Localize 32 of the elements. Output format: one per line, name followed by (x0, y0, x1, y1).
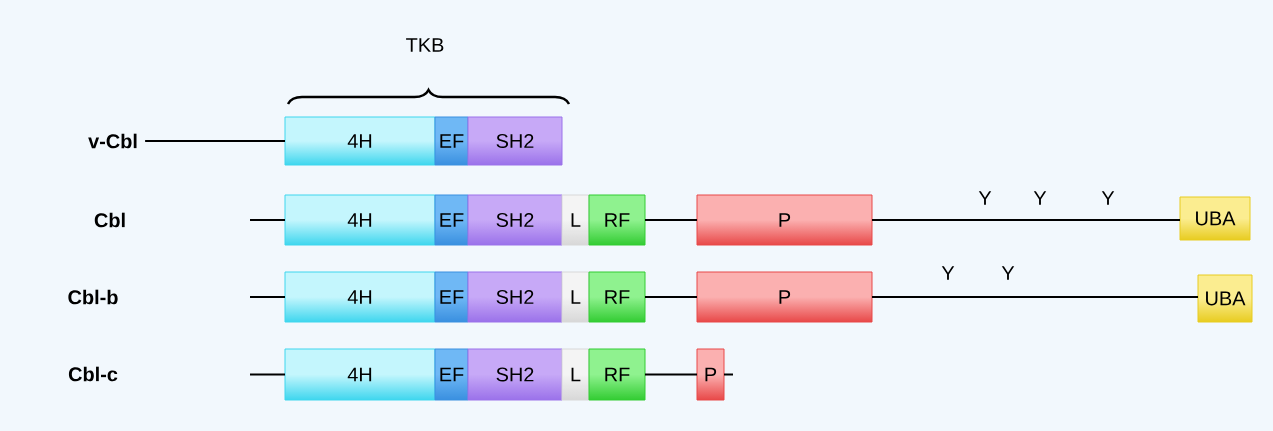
domain-box: P (696, 194, 873, 246)
protein-name: Cbl-c (68, 366, 118, 382)
linker-line (644, 219, 698, 221)
linker-line (871, 296, 1199, 298)
domain-box: L (561, 348, 590, 401)
tyrosine-label: Y (1033, 191, 1047, 205)
linker-line (249, 219, 286, 221)
domain-box: EF (434, 116, 469, 166)
linker-line (723, 373, 734, 376)
linker-line (144, 140, 286, 142)
protein-name: Cbl-b (68, 289, 118, 305)
tyrosine-label: Y (1001, 266, 1015, 280)
tyrosine-label: Y (978, 191, 992, 205)
domain-group-label: TKB (406, 38, 444, 52)
protein-name: Cbl (94, 212, 125, 228)
domain-box: P (696, 348, 725, 401)
linker-line (249, 296, 286, 298)
linker-line (644, 373, 698, 376)
domain-box: EF (434, 271, 469, 323)
domain-box: UBA (1179, 196, 1251, 241)
protein-name: v-Cbl (88, 133, 137, 149)
linker-line (644, 296, 698, 298)
domain-box: L (561, 271, 590, 323)
domain-box: L (561, 194, 590, 246)
linker-line (871, 219, 1181, 221)
tyrosine-label: Y (941, 266, 955, 280)
domain-box: P (696, 271, 873, 323)
domain-box: UBA (1197, 274, 1253, 323)
tyrosine-label: Y (1101, 191, 1115, 205)
domain-box: EF (434, 194, 469, 246)
domain-box: EF (434, 348, 469, 401)
linker-line (249, 373, 286, 376)
